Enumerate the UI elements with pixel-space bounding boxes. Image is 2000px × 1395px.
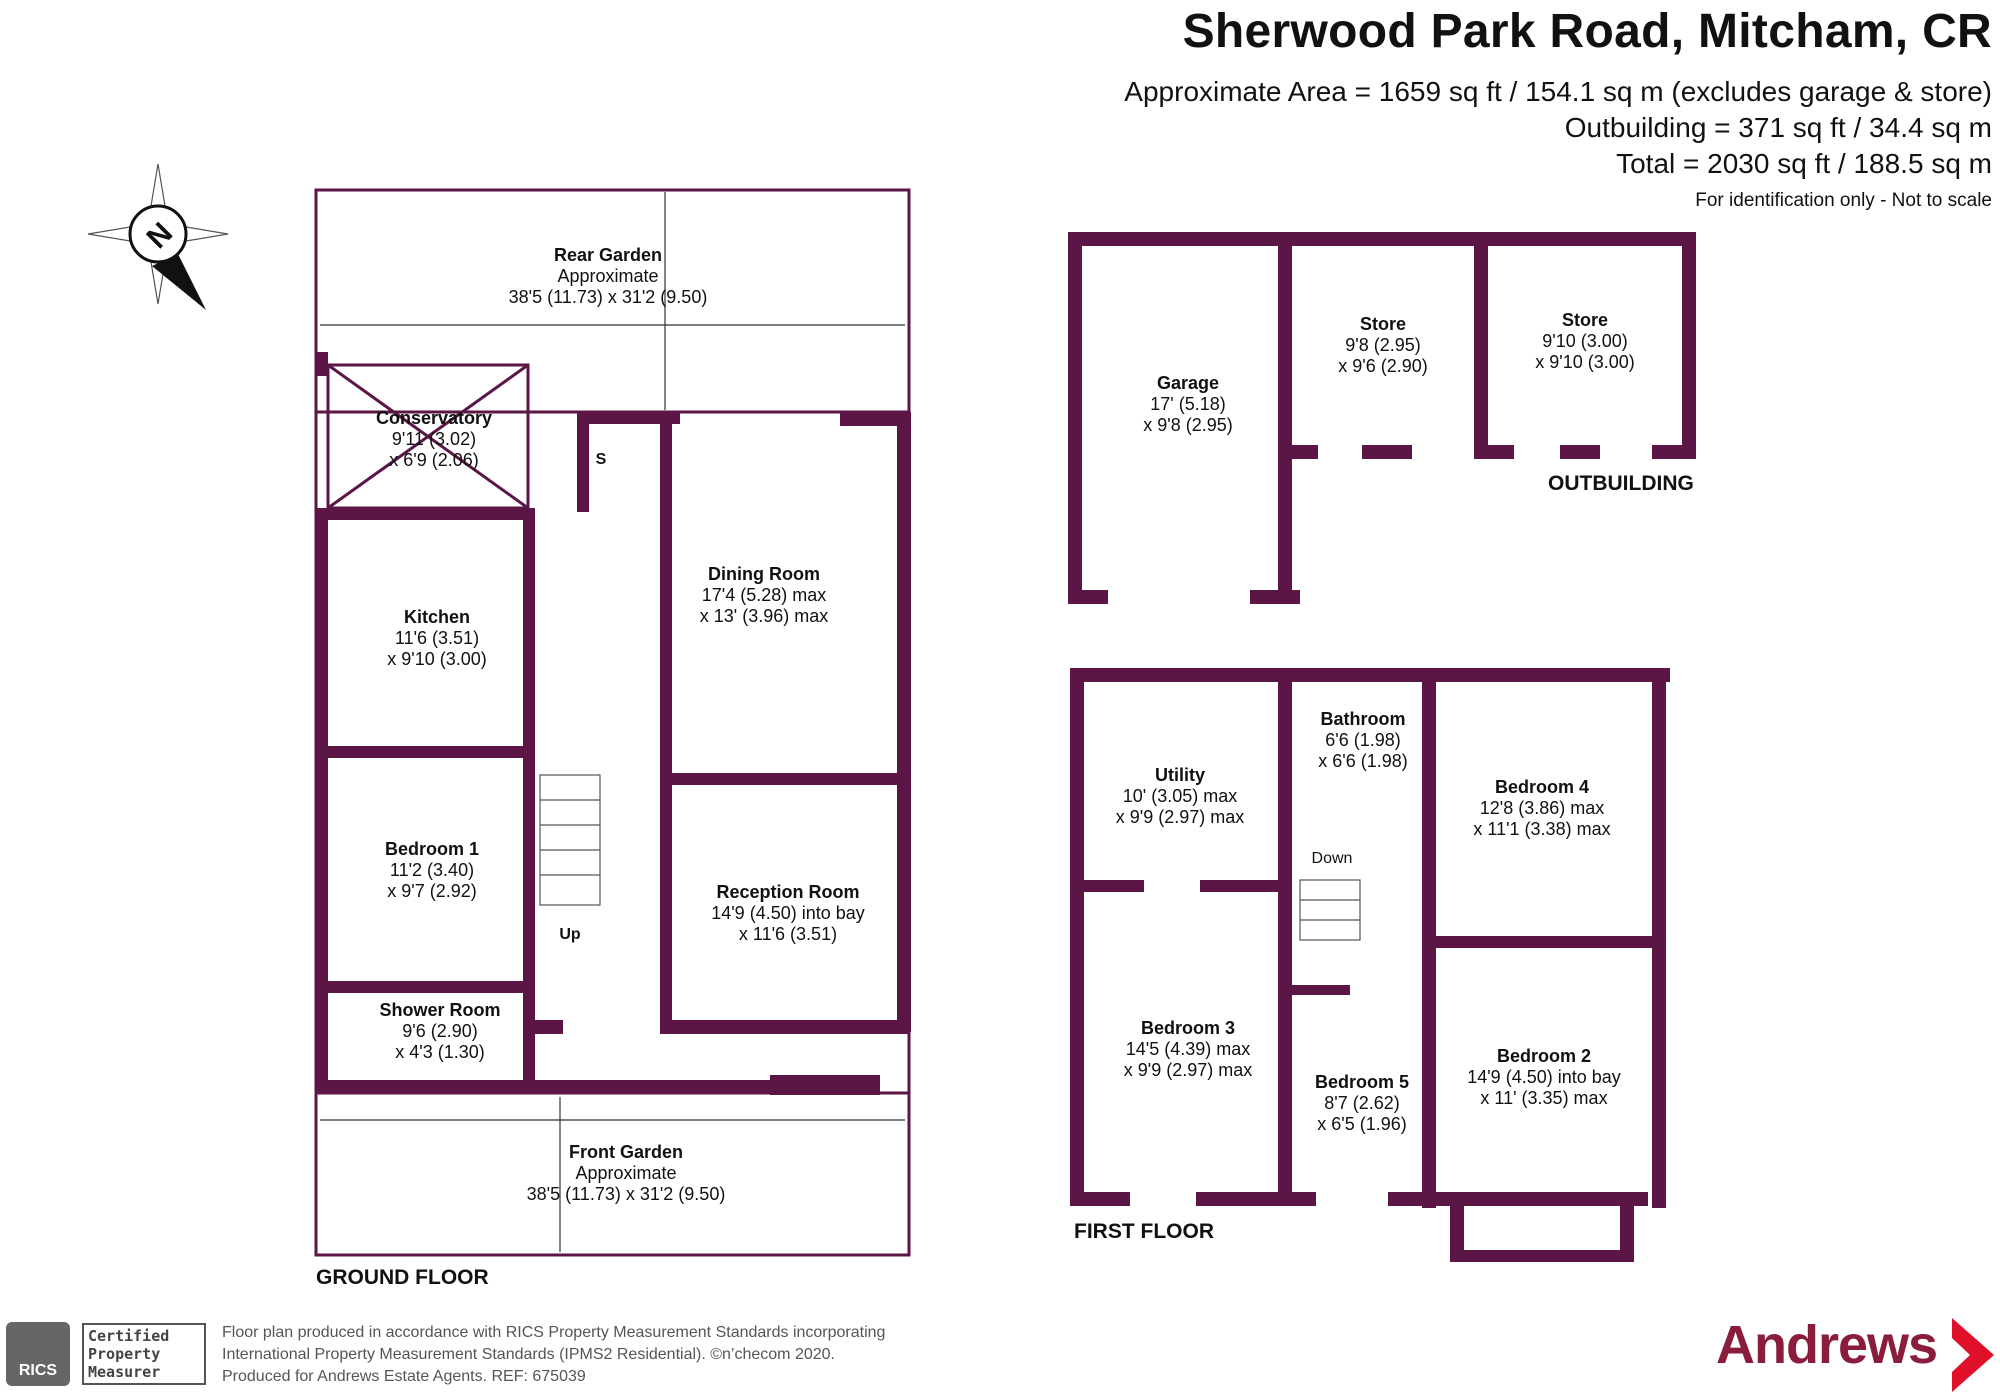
outbuilding-label: OUTBUILDING xyxy=(1548,472,1694,495)
page-title: Sherwood Park Road, Mitcham, CR xyxy=(1182,5,1992,58)
area-line: Total = 2030 sq ft / 188.5 sq m xyxy=(1616,148,1992,179)
andrews-logo: Andrews xyxy=(1716,1315,1938,1375)
rics-logo: RICS xyxy=(6,1322,70,1386)
store-s-label: S xyxy=(595,451,607,468)
stairs-down-label: Down xyxy=(1311,850,1353,867)
area-summary: Approximate Area = 1659 sq ft / 154.1 sq… xyxy=(1124,74,1992,182)
compass-rose xyxy=(87,163,229,310)
footer-notice: Floor plan produced in accordance with R… xyxy=(222,1324,886,1385)
ground-floor-label: GROUND FLOOR xyxy=(316,1266,489,1289)
disclaimer: For identification only - Not to scale xyxy=(1695,190,1992,211)
stairs-up-label: Up xyxy=(559,926,581,943)
brand-chevron-icon xyxy=(1952,1318,1994,1392)
first-floor-label: FIRST FLOOR xyxy=(1074,1220,1214,1243)
area-line: Approximate Area = 1659 sq ft / 154.1 sq… xyxy=(1124,76,1992,107)
area-line: Outbuilding = 371 sq ft / 34.4 sq m xyxy=(1564,112,1992,143)
